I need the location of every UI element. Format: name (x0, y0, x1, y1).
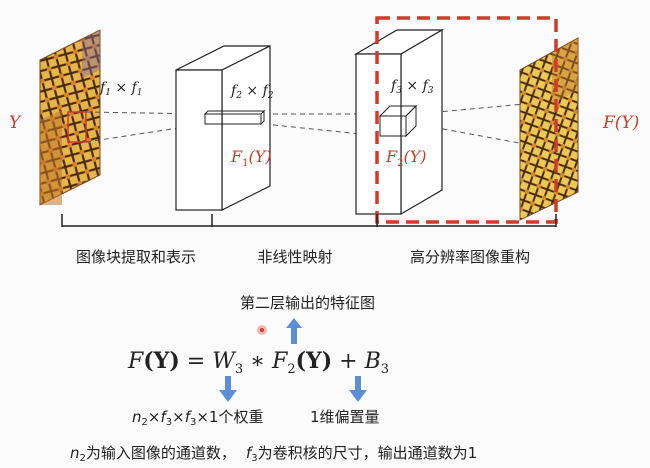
equation: F(Y) = W3 ∗ F2(Y) + B3 (127, 348, 389, 377)
projection-lines (85, 99, 569, 153)
feature-label-1: F1(Y) (230, 147, 272, 169)
stage-label-mapping: 非线性映射 (257, 248, 332, 266)
feature-label-2: F2(Y) (385, 147, 427, 169)
arrow-down-w3 (219, 376, 237, 402)
feature-block-1 (175, 45, 271, 211)
arrow-down-b3 (349, 376, 367, 402)
arrow-up-f2 (286, 318, 302, 344)
output-label: F(Y) (602, 113, 639, 133)
input-label: Y (9, 113, 22, 133)
stage-label-reconstruction: 高分辨率图像重构 (410, 248, 530, 266)
annotation-bias: 1维偏置量 (310, 408, 380, 426)
stage-bracket (61, 214, 557, 227)
kernel-label-2: f2 × f2 (230, 83, 274, 101)
stage-label-extraction: 图像块提取和表示 (76, 248, 196, 266)
output-image (519, 37, 579, 221)
kernel-label-3: f3 × f3 (390, 78, 434, 96)
annotation-weights: n2×f3×f3×1个权重 (132, 408, 263, 428)
feature-patch-2 (378, 104, 418, 138)
kernel-label-1: f1 × f1 (99, 80, 142, 98)
input-image (39, 29, 101, 206)
feature-block-2 (353, 28, 445, 216)
feature-patch-1 (203, 109, 266, 126)
reconstruction-frame (375, 16, 558, 224)
input-patch (67, 111, 87, 143)
annotation-feature-map: 第二层输出的特征图 (240, 294, 375, 312)
footnote: n2为输入图像的通道数，f3为卷积核的尺寸，输出通道数为1 (70, 444, 477, 464)
